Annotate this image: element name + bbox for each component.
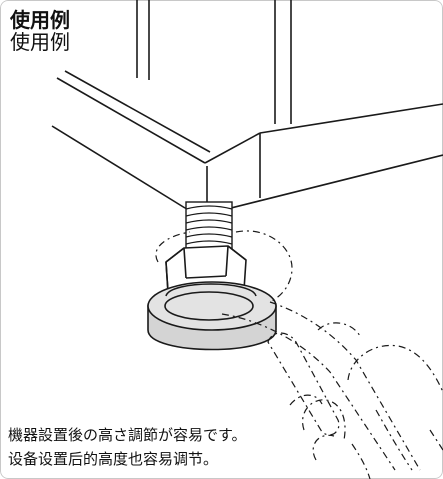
caption-chinese: 设备设置后的高度也容易调节。: [8, 450, 219, 468]
wrench-outline: [155, 230, 421, 471]
cabinet-corner: [51, 0, 443, 215]
figure-title: 使用例: [10, 8, 70, 32]
figure-subtitle: 使用例: [10, 30, 70, 54]
caption-japanese: 機器設置後の高さ調節が容易です。: [8, 426, 247, 444]
leveling-base: [147, 281, 277, 351]
hand-outline: [289, 344, 443, 479]
